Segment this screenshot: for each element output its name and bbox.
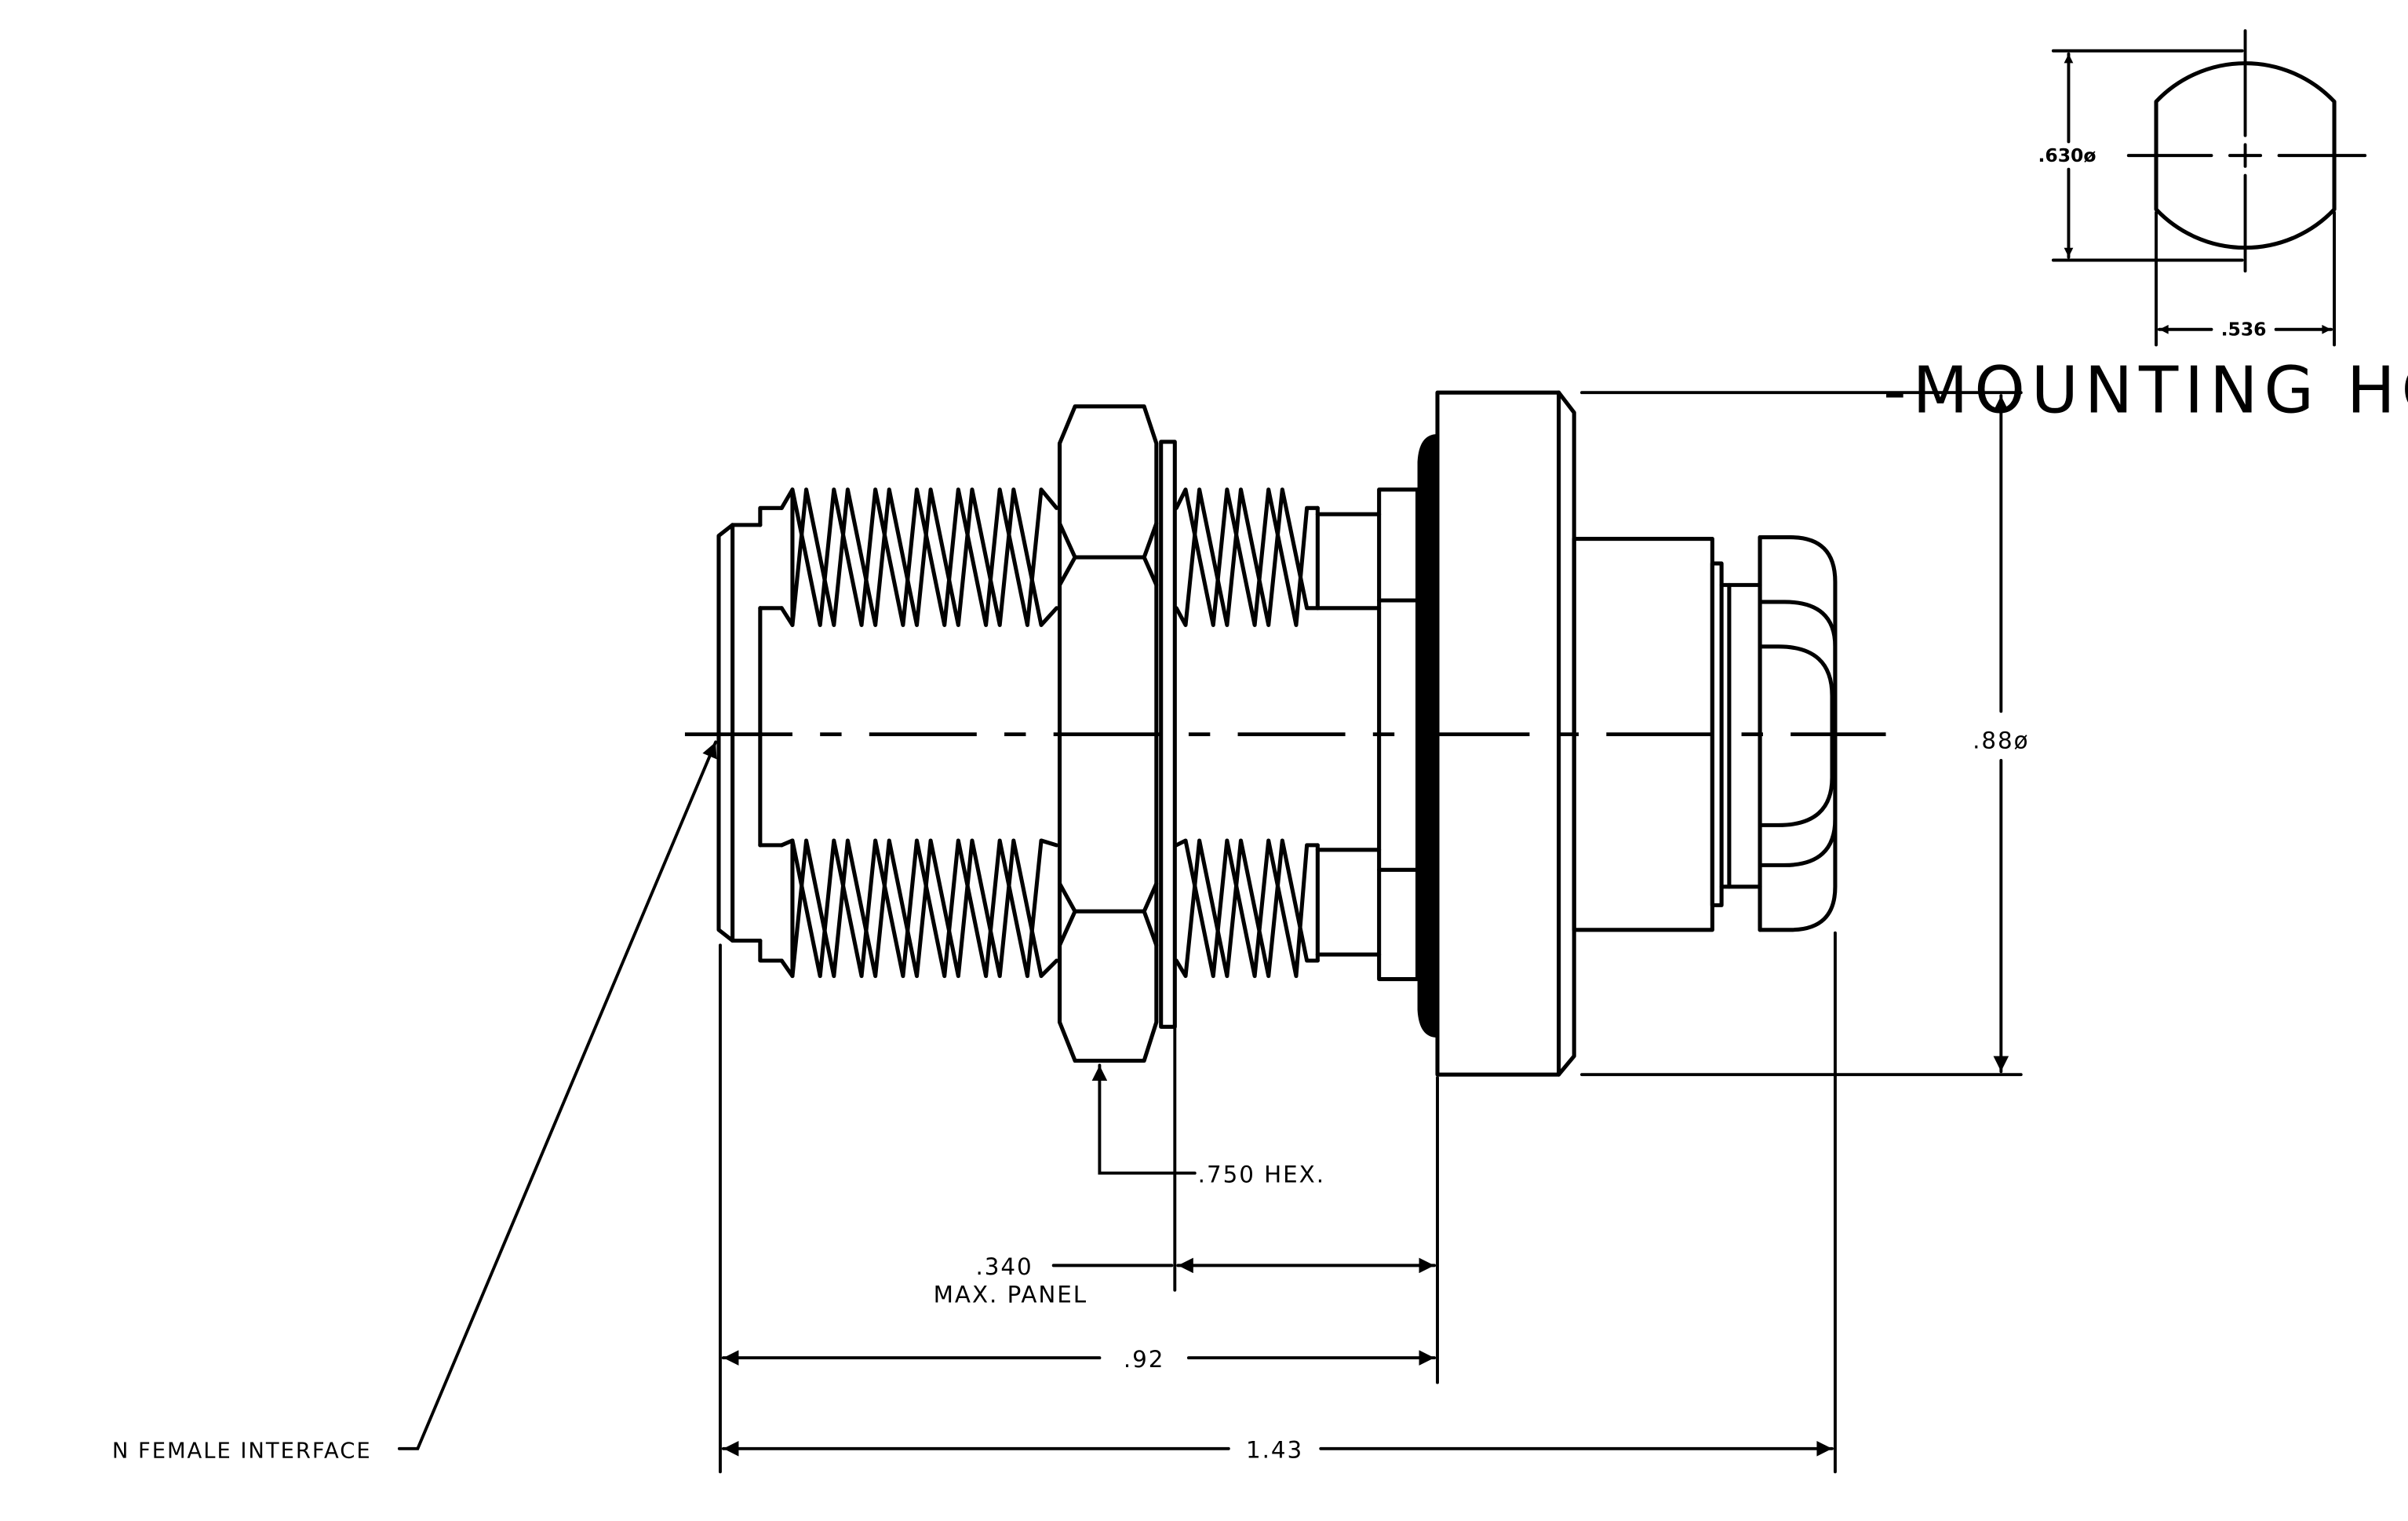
dia-088-label: .88ø [1973,727,2029,753]
panel-0340-label: .340 [975,1253,1033,1280]
front-thread-lower [779,838,1059,979]
rear-thread-lower [1174,838,1382,979]
front-thread-upper [779,487,1059,627]
rear-thread-upper [1174,487,1382,627]
connector-body [684,390,1886,1077]
flat-0536-label: .536 [2221,319,2267,341]
rear-cap [1758,535,1838,932]
dia-0630-label: .630ø [2038,144,2096,166]
hex-nut [1057,404,1159,1063]
len-092-label: .92 [1124,1346,1165,1373]
mounting-hole-detail: .630ø .536 -MOUNTING HOLE- [1883,29,2408,429]
hex-0750-label: .750 HEX. [1198,1161,1325,1187]
lock-washer [1159,440,1177,1029]
mounting-hole-title: -MOUNTING HOLE- [1883,354,2408,429]
interface-label: N FEMALE INTERFACE [112,1439,372,1464]
max-panel-label: MAX. PANEL [934,1281,1087,1308]
d-hole-outline [2154,61,2337,250]
len-143-label: 1.43 [1246,1437,1303,1464]
dimensions: .88ø .750 HEX. .340 MAX. PANEL .92 1.43 … [112,391,2029,1474]
